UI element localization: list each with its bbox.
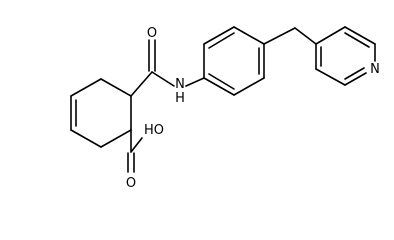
amide-group	[130, 39, 205, 97]
bond	[70, 78, 102, 97]
chemical-structure-diagram: O N H HO O N	[70, 26, 380, 191]
aromatic-inner-bond	[208, 32, 235, 49]
amide-oxygen-label: O	[147, 26, 157, 41]
bond	[263, 27, 296, 45]
bond	[70, 129, 102, 148]
bond	[233, 77, 265, 96]
bond	[203, 26, 235, 45]
aromatic-inner-bond	[208, 73, 235, 90]
bond	[185, 77, 205, 87]
benzene-ring	[203, 26, 265, 96]
bond	[130, 137, 143, 153]
hydroxyl-label: HO	[144, 123, 164, 138]
bond	[344, 26, 376, 45]
bond	[203, 77, 235, 96]
bond	[151, 71, 175, 87]
methylene-bridge	[263, 27, 317, 45]
atom-labels: O N H HO O N	[126, 26, 380, 191]
bond	[100, 129, 132, 148]
pyridine-ring	[315, 26, 376, 86]
bond	[315, 26, 346, 45]
carboxylic-acid-group	[127, 129, 143, 173]
bond	[130, 71, 153, 97]
amide-hydrogen-label: H	[175, 91, 185, 106]
bond	[315, 68, 346, 86]
bond	[344, 72, 367, 86]
aromatic-inner-bond	[344, 32, 370, 48]
bond	[100, 78, 132, 97]
bond	[233, 26, 265, 45]
pyridine-nitrogen-label: N	[370, 62, 380, 77]
cyclohexene-ring	[70, 78, 132, 148]
bond	[294, 27, 317, 45]
amide-nitrogen-label: N	[175, 77, 185, 92]
aromatic-inner-bond	[344, 67, 365, 80]
acid-oxygen-label: O	[126, 176, 136, 191]
